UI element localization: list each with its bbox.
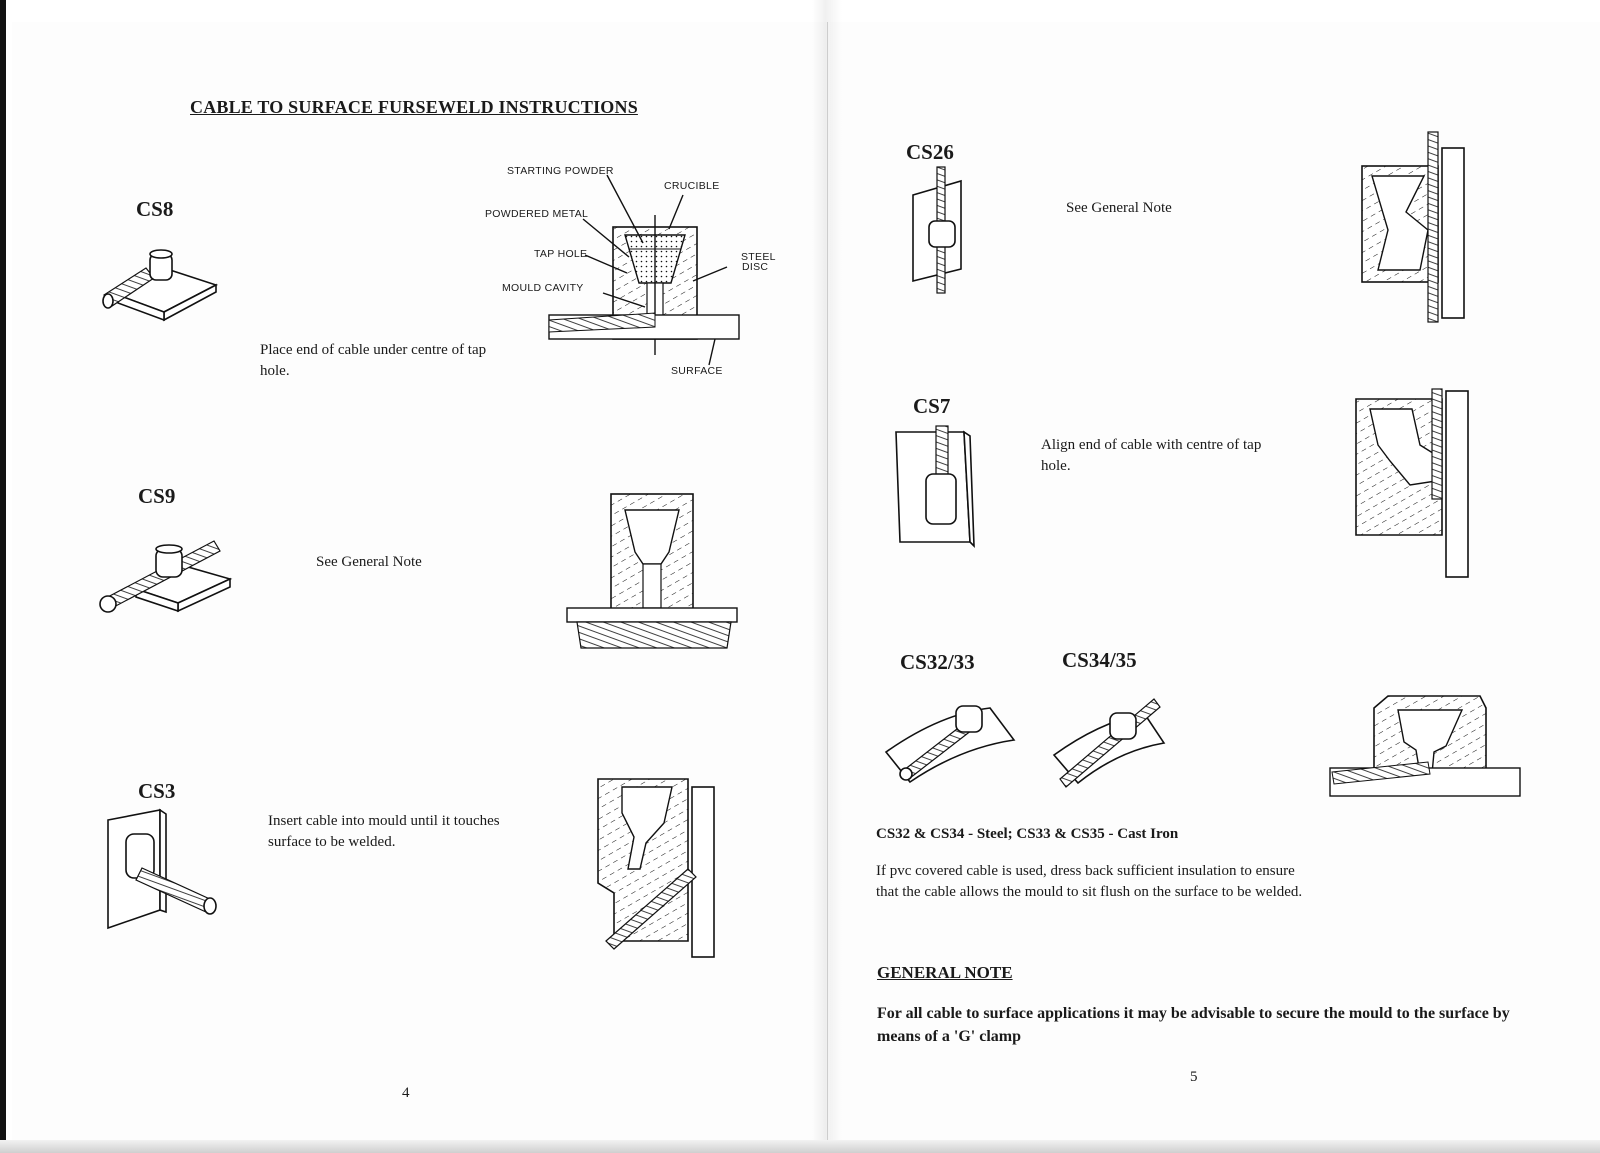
- cs32-35-mould-section: [1329, 695, 1521, 797]
- mould-cross-section-diagram: [548, 174, 740, 366]
- cs34-35-cable-illustration: [1052, 698, 1166, 788]
- label-powdered-metal: POWDERED METAL: [485, 208, 589, 220]
- label-disc: DISC: [742, 261, 769, 273]
- label-crucible: CRUCIBLE: [664, 180, 720, 192]
- cs3-mould-section: [597, 778, 715, 958]
- cs7-mould-section: [1355, 388, 1469, 578]
- label-surface: SURFACE: [671, 365, 723, 377]
- cs3-instruction: Insert cable into mould until it touches…: [268, 813, 500, 850]
- cs8-instruction: Place end of cable under centre of tap h…: [260, 342, 487, 379]
- label-steel: STEEL: [741, 251, 776, 263]
- section-code-cs3: CS3: [138, 779, 176, 803]
- label-mould-cavity: MOULD CAVITY: [502, 282, 584, 294]
- page-number-5: 5: [1190, 1069, 1198, 1085]
- bottom-shadow: [0, 1140, 1600, 1153]
- cs32-33-cable-illustration: [884, 705, 1016, 784]
- cs8-cable-illustration: [102, 249, 219, 322]
- section-code-cs7: CS7: [913, 394, 951, 418]
- cs26-cable-illustration: [912, 166, 962, 294]
- cs9-cable-illustration: [99, 540, 233, 613]
- cs3-cable-illustration: [107, 808, 217, 930]
- scan-edge: [0, 0, 6, 1153]
- section-code-cs9: CS9: [138, 484, 176, 508]
- label-tap-hole: TAP HOLE: [534, 248, 588, 260]
- cs9-mould-section: [566, 493, 738, 649]
- pvc-note: If pvc covered cable is used, dress back…: [876, 863, 1303, 900]
- section-code-cs26: CS26: [906, 140, 954, 164]
- page-title: CABLE TO SURFACE FURSEWELD INSTRUCTIONS: [190, 97, 638, 117]
- cs7-instruction: Align end of cable with centre of tap ho…: [1041, 437, 1262, 474]
- cs9-instruction: See General Note: [316, 554, 422, 570]
- cs26-instruction: See General Note: [1066, 200, 1172, 216]
- section-code-cs8: CS8: [136, 197, 174, 221]
- materials-note: CS32 & CS34 - Steel; CS33 & CS35 - Cast …: [876, 826, 1179, 842]
- section-code-cs34-35: CS34/35: [1062, 648, 1137, 672]
- spine-shadow: [812, 0, 842, 1153]
- general-note-heading: GENERAL NOTE: [877, 963, 1013, 982]
- section-code-cs32-33: CS32/33: [900, 650, 975, 674]
- page-number-4: 4: [402, 1085, 410, 1101]
- general-note-text: For all cable to surface applications it…: [877, 1005, 1510, 1045]
- cs7-cable-illustration: [895, 425, 975, 549]
- cs26-mould-section: [1361, 131, 1465, 323]
- label-starting-powder: STARTING POWDER: [507, 165, 614, 177]
